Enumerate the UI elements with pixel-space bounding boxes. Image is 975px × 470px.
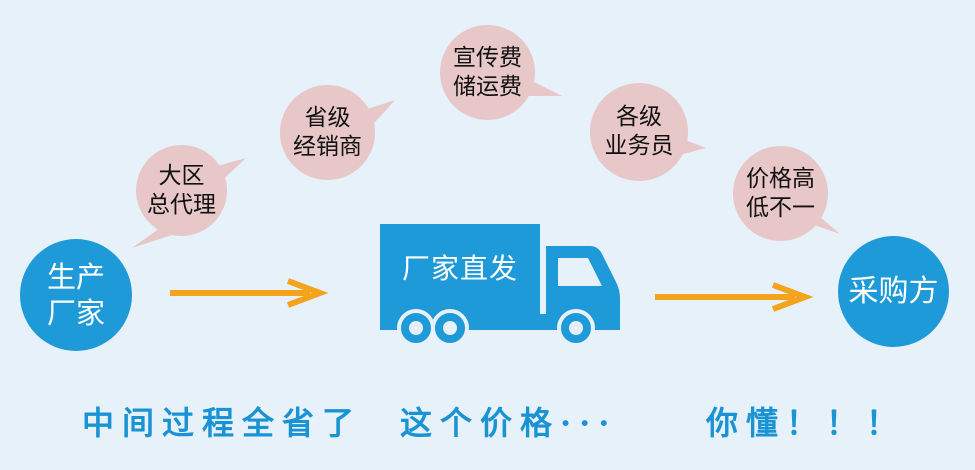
truck-label: 厂家直发 [401,252,518,285]
bubble-line2: 低不一 [746,194,815,221]
destination-buyer-circle: 采购方 [838,236,949,347]
origin-line2: 厂家 [46,296,105,330]
bubble-line2: 经销商 [293,133,362,160]
bubble-line1: 各级 [616,104,662,130]
origin-producer-circle: 生产 厂家 [20,239,132,351]
bubble-line1: 价格高 [746,165,815,192]
arrow-right-icon [170,278,329,308]
bubble-line2: 储运费 [453,73,522,100]
bubble-line1: 省级 [304,104,351,131]
bubble-line2: 总代理 [147,191,216,218]
bubble-provincial-dealer: 省级 经销商 [280,85,375,180]
slogan-part3: 你懂！！！ [706,404,907,442]
bubble-line2: 业务员 [604,133,674,159]
slogan: 中间过程全省了 这个价格··· 你懂！！！ [0,398,975,448]
bubble-salespeople: 各级 业务员 [590,83,688,181]
slogan-part1: 中间过程全省了 [82,404,363,442]
bubble-promotion-storage-fees: 宣传费 储运费 [440,25,535,120]
bubble-line1: 大区 [158,162,205,189]
bubble-inconsistent-prices: 价格高 低不一 [733,146,828,241]
bubble-regional-agent: 大区 总代理 [136,145,227,236]
slogan-part2: 这个价格··· [400,404,618,442]
truck-icon [380,224,620,347]
bubble-line1: 宣传费 [453,44,522,71]
origin-line1: 生产 [46,260,105,294]
destination-label: 采购方 [848,273,939,309]
arrow-right-icon [655,282,814,312]
